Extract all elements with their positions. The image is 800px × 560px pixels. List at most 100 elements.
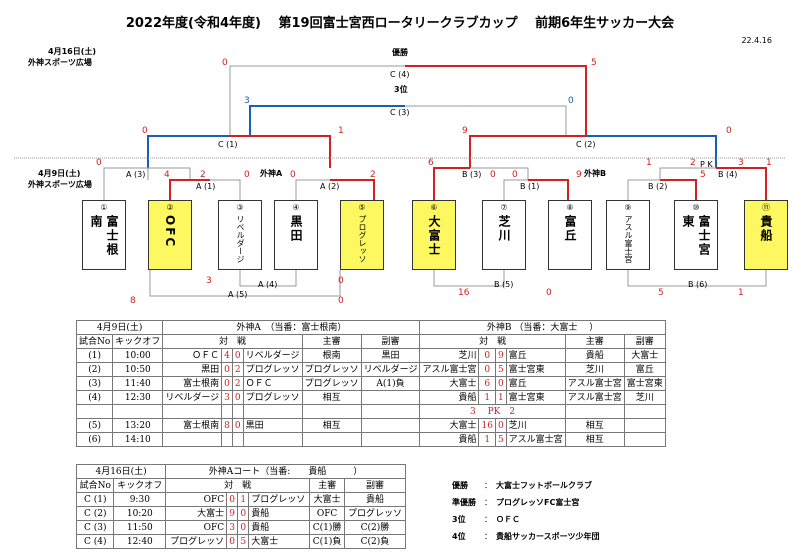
- score-a1: 3: [221, 390, 233, 405]
- team-number: ①: [100, 203, 108, 212]
- team-name: アスル富士宮: [624, 215, 633, 263]
- score-b4-left: 3: [738, 158, 744, 168]
- kickoff-time: 12:30: [112, 390, 164, 405]
- score-1: 0: [226, 534, 239, 549]
- t2-col-vs: 対 戦: [165, 478, 311, 493]
- match-a5-label: A (5): [228, 290, 248, 299]
- team-name: リベルダージ: [236, 215, 245, 263]
- referee-a: プログレッソ: [301, 362, 362, 377]
- match-b2-label: B (2): [648, 182, 668, 191]
- match-b5-label: B (5): [494, 280, 514, 289]
- match-c1-label: C (1): [218, 140, 238, 149]
- match-no: C (1): [75, 492, 115, 507]
- score-c4-left: 0: [222, 58, 228, 68]
- score-b5-right: 0: [546, 288, 552, 298]
- final-day-venue: 外神スポーツ広場: [28, 58, 92, 67]
- team-a1: [162, 432, 223, 447]
- match-a4-label: A (4): [258, 280, 278, 289]
- score-c2-left: 9: [462, 126, 468, 136]
- team-a2: ＯＦＣ: [242, 376, 303, 391]
- team-b2: 富士宮東: [505, 390, 566, 405]
- group-b-label: 外神B: [584, 169, 607, 178]
- score-b2-right: 5: [700, 170, 706, 180]
- table1-group-a-header: 外神A （当番：富士根南）: [162, 320, 421, 335]
- kickoff-time: 11:50: [113, 520, 167, 535]
- team-a2: リベルダージ: [242, 348, 303, 363]
- score-b2: 5: [494, 362, 507, 377]
- referee-a: 根南: [301, 348, 362, 363]
- date-code: 22.4.16: [741, 36, 772, 45]
- score-b2-pk: 2: [690, 158, 696, 168]
- day2-schedule-table: 4月16日(土) 外神Aコート（当番: 貴船 ） 試合No キックオフ 対 戦 …: [75, 464, 407, 549]
- team-name: 貴船: [759, 215, 773, 243]
- table2-date: 4月16日(土): [75, 464, 167, 479]
- referee-b: 相互: [564, 418, 625, 433]
- match-a1-label: A (1): [196, 182, 216, 191]
- team-number: ⑩: [692, 203, 700, 212]
- referee-a: [301, 432, 362, 447]
- team-b2: 富丘: [505, 376, 566, 391]
- score-a2: 0: [231, 418, 244, 433]
- empty-cell: [564, 404, 625, 419]
- col-vs-a: 対 戦: [162, 334, 303, 349]
- score-b1: 0: [478, 348, 496, 363]
- score-a1-left: 4: [164, 170, 170, 180]
- score-b2-left: 1: [646, 158, 652, 168]
- team-name: 芝川: [497, 215, 511, 243]
- match-no: C (2): [75, 506, 115, 521]
- score-a3-left: 0: [96, 158, 102, 168]
- team-2: 大富士: [248, 534, 311, 549]
- assistant-a: リベルダージ: [360, 362, 421, 377]
- team-1: 大富士: [165, 506, 228, 521]
- team-b2: 富士宮東: [505, 362, 566, 377]
- empty-cell: [221, 404, 233, 419]
- match-b1-label: B (1): [520, 182, 540, 191]
- empty-cell: [360, 404, 421, 419]
- col-match: 試合No: [75, 334, 114, 349]
- first-day-venue: 外神スポーツ広場: [28, 180, 92, 189]
- team-number: ④: [292, 203, 300, 212]
- match-no: C (3): [75, 520, 115, 535]
- score-b3-right: 0: [490, 170, 496, 180]
- team-2: 貴船: [248, 506, 311, 521]
- col-aref-a: 副審: [360, 334, 421, 349]
- team-b1: 大富士: [419, 376, 480, 391]
- score-a2: 2: [231, 376, 244, 391]
- score-a2: 0: [231, 348, 244, 363]
- referee: C(1)勝: [309, 520, 345, 535]
- assistant-b: 富丘: [623, 362, 666, 377]
- score-1: 0: [226, 492, 239, 507]
- team-b2: アスル富士宮: [505, 432, 566, 447]
- pk-score: 3 PK 2: [419, 404, 566, 419]
- team-1: OFC: [165, 520, 228, 535]
- team-a2: プログレッソ: [242, 362, 303, 377]
- score-b1: 1: [478, 432, 496, 447]
- table-row-pk: 3 PK 2: [75, 404, 666, 419]
- match-no: C (4): [75, 534, 115, 549]
- score-a1: 0: [221, 376, 233, 391]
- team-a1: リベルダージ: [162, 390, 223, 405]
- final-day-date: 4月16日(土): [48, 47, 97, 56]
- assistant-a: [360, 390, 421, 405]
- score-b5-left: 16: [458, 288, 470, 298]
- result-rank: 3位: [452, 515, 466, 524]
- kickoff-time: 9:30: [113, 492, 167, 507]
- score-b2: 0: [494, 376, 507, 391]
- score-a4-right: 0: [338, 276, 344, 286]
- score-2: 0: [237, 520, 250, 535]
- score-a2: [231, 432, 244, 447]
- score-c4-right: 5: [591, 58, 597, 68]
- referee-b: アスル富士宮: [564, 390, 625, 405]
- result-team: 大富士フットボールクラブ: [496, 481, 592, 490]
- result-colon: ：: [484, 498, 492, 507]
- col-kickoff: キックオフ: [112, 334, 164, 349]
- bracket-lines: [14, 65, 786, 297]
- referee: C(1)負: [309, 534, 345, 549]
- assistant: C(2)負: [343, 534, 407, 549]
